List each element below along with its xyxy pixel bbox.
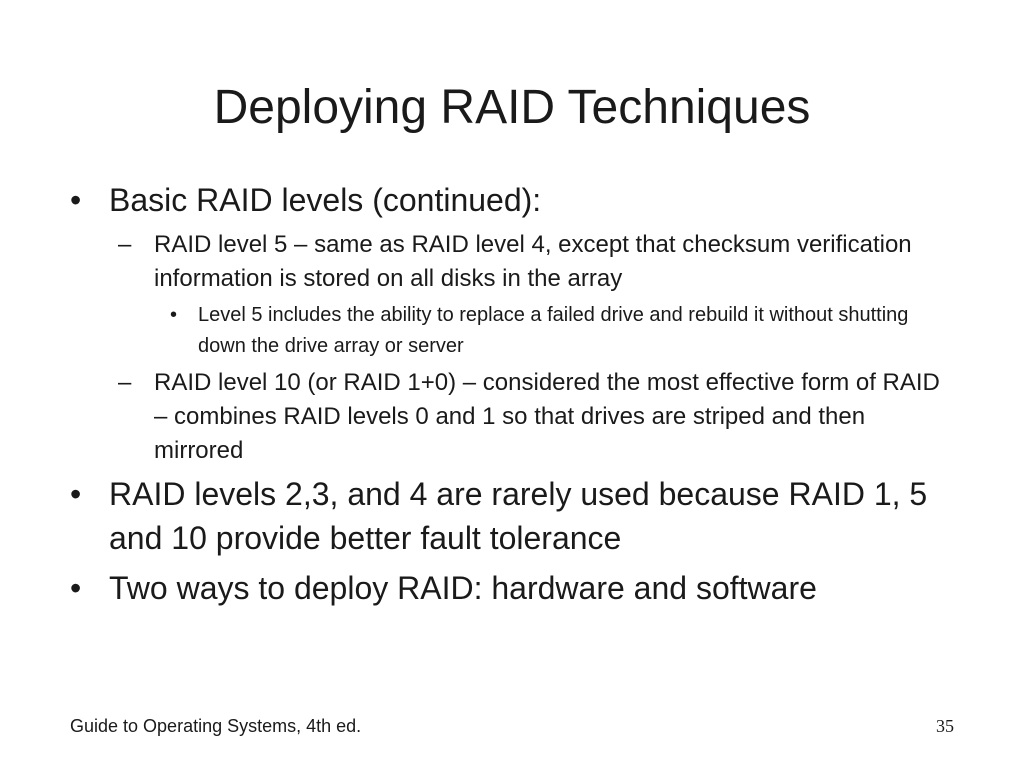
bullet-text: RAID levels 2,3, and 4 are rarely used b… (109, 476, 928, 556)
subsubbullet-level-5-rebuild: • Level 5 includes the ability to replac… (170, 300, 950, 362)
bullet-deploy-ways: • Two ways to deploy RAID: hardware and … (70, 566, 950, 610)
bullet-marker: • (170, 304, 178, 326)
subbullet-text: RAID level 5 – same as RAID level 4, exc… (154, 231, 912, 292)
subbullet-raid-10: – RAID level 10 (or RAID 1+0) – consider… (118, 366, 950, 468)
page-number: 35 (936, 716, 954, 736)
bullet-rarely-used-levels: • RAID levels 2,3, and 4 are rarely used… (70, 472, 950, 560)
bullet-marker: • (70, 182, 82, 218)
bullet-text: Two ways to deploy RAID: hardware and so… (109, 570, 817, 606)
bullet-basic-raid-levels: • Basic RAID levels (continued): (70, 178, 950, 222)
bullet-text: Basic RAID levels (continued): (109, 182, 542, 218)
dash-marker: – (118, 231, 132, 258)
dash-marker: – (118, 369, 132, 396)
bullet-marker: • (70, 476, 82, 512)
slide-title: Deploying RAID Techniques (213, 81, 811, 134)
footer-source: Guide to Operating Systems, 4th ed. (70, 716, 362, 736)
slide-body: • Basic RAID levels (continued): – RAID … (70, 178, 950, 616)
subbullet-raid-5: – RAID level 5 – same as RAID level 4, e… (118, 228, 950, 296)
subbullet-text: RAID level 10 (or RAID 1+0) – considered… (154, 369, 940, 464)
subsubbullet-text: Level 5 includes the ability to replace … (198, 304, 909, 357)
bullet-marker: • (70, 570, 82, 606)
